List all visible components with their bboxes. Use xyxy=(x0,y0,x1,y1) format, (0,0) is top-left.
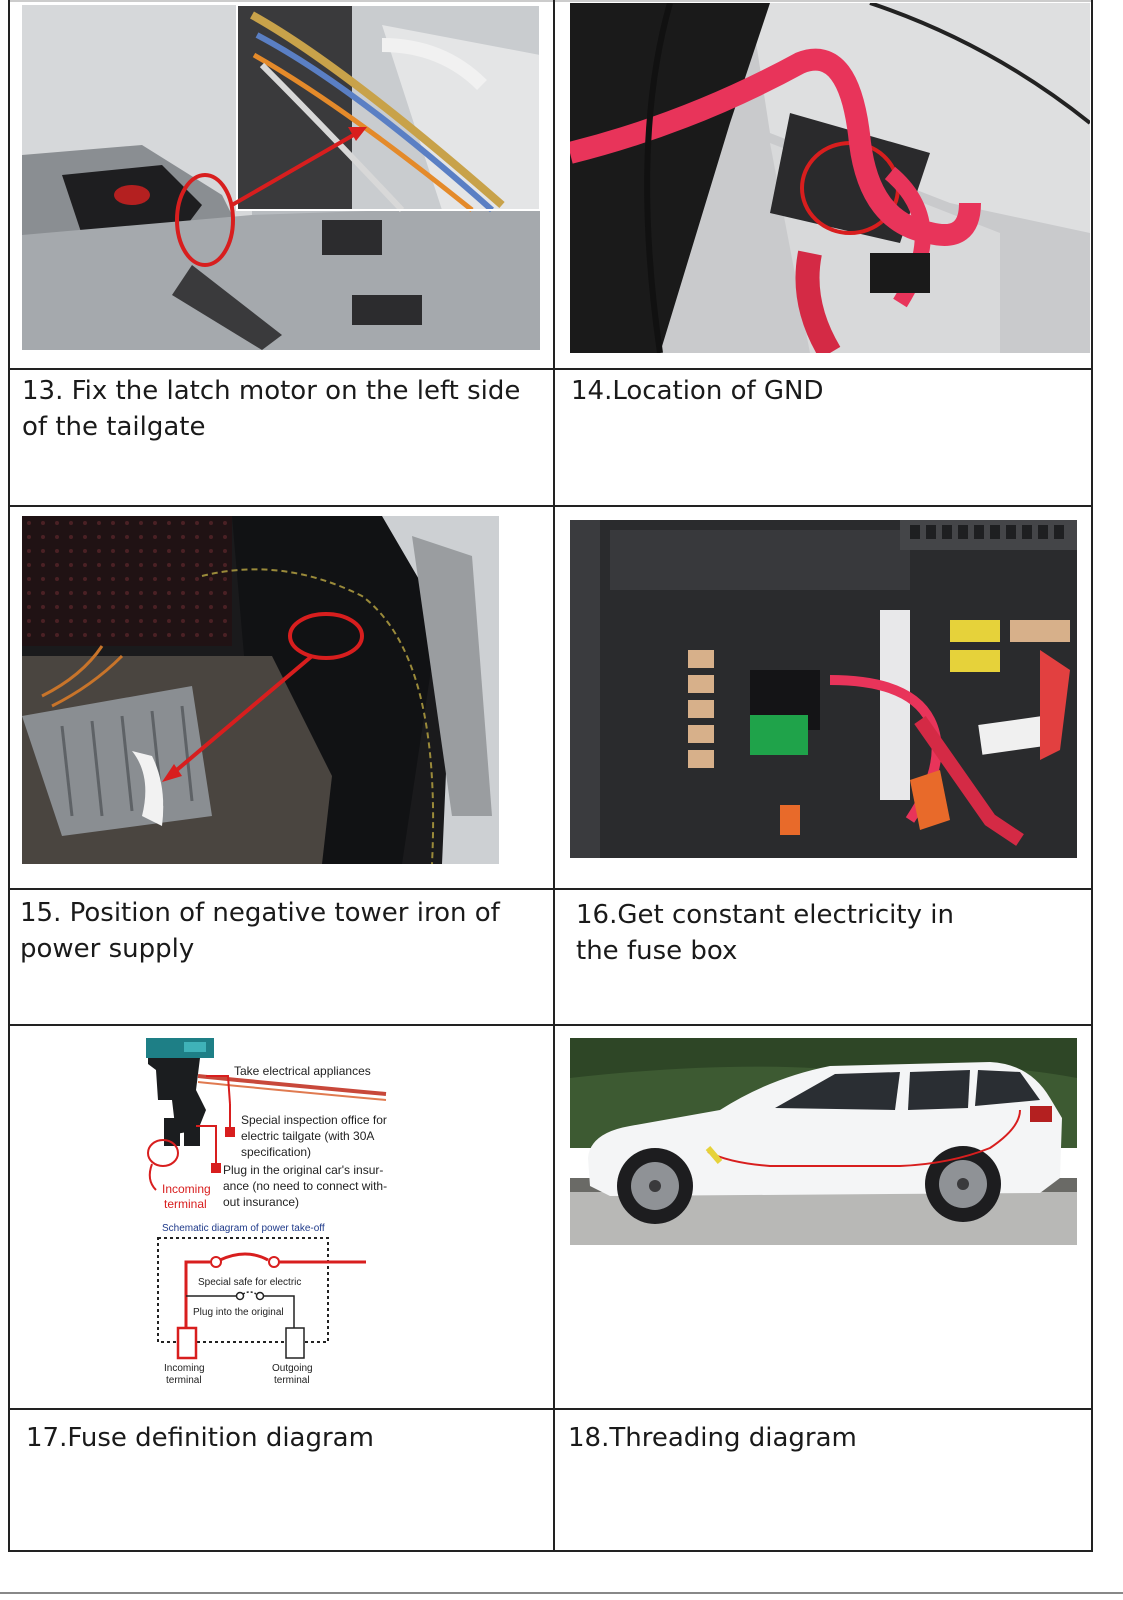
schematic-special: Special safe for electric xyxy=(198,1277,301,1288)
grid-line-right xyxy=(1091,0,1093,1552)
photo-latch-motor xyxy=(22,5,540,350)
grid-line-row2 xyxy=(8,505,1093,507)
fuse-label-special-2: electric tailgate (with 30A xyxy=(241,1129,374,1143)
fuse-label-incoming-2: terminal xyxy=(164,1197,207,1211)
red-circle-highlight-icon xyxy=(175,173,235,267)
schematic-outgoing-1: Outgoing xyxy=(272,1363,313,1374)
red-circle-highlight-icon xyxy=(288,612,364,660)
fuse-label-special-3: specification) xyxy=(241,1145,311,1159)
fuse-label-plug-1: Plug in the original car's insur- xyxy=(223,1163,383,1177)
grid-line-row1 xyxy=(8,368,1093,370)
fuse-label-appliances: Take electrical appliances xyxy=(234,1064,371,1078)
grid-line-left xyxy=(8,0,10,1552)
schematic-incoming-1: Incoming xyxy=(164,1363,205,1374)
grid-line-top xyxy=(8,0,1093,2)
red-arrow-icon xyxy=(162,764,182,782)
photo-negative-tower xyxy=(22,516,499,864)
fuse-label-incoming-1: Incoming xyxy=(162,1182,211,1196)
caption-15: 15. Position of negative tower iron of p… xyxy=(20,898,500,964)
caption-16: 16.Get constant electricity in the fuse … xyxy=(576,900,954,966)
photo-gnd-location xyxy=(570,3,1090,353)
fuse-definition-diagram: Take electrical appliances Special inspe… xyxy=(136,1030,416,1390)
caption-18: 18.Threading diagram xyxy=(568,1423,857,1453)
caption-13: 13. Fix the latch motor on the left side… xyxy=(22,376,521,442)
schematic-plug: Plug into the original xyxy=(193,1307,284,1318)
fuse-label-special-1: Special inspection office for xyxy=(241,1113,387,1127)
schematic-outgoing-2: terminal xyxy=(274,1375,310,1386)
grid-line-bottom xyxy=(8,1550,1093,1552)
threading-route-line xyxy=(707,1109,1021,1167)
caption-17: 17.Fuse definition diagram xyxy=(26,1423,374,1453)
fuse-label-plug-2: ance (no need to connect with- xyxy=(223,1179,387,1193)
schematic-incoming-2: terminal xyxy=(166,1375,202,1386)
photo-threading-car xyxy=(570,1038,1077,1245)
fuse-label-plug-3: out insurance) xyxy=(223,1195,299,1209)
grid-line-middle xyxy=(553,0,555,1552)
photo-fuse-box xyxy=(570,520,1077,858)
caption-14: 14.Location of GND xyxy=(571,376,824,406)
red-arrow-icon xyxy=(348,127,367,141)
grid-line-row5 xyxy=(8,1408,1093,1410)
grid-line-row4 xyxy=(8,1024,1093,1026)
grid-line-page-end xyxy=(0,1592,1123,1594)
grid-line-row3 xyxy=(8,888,1093,890)
schematic-title: Schematic diagram of power take-off xyxy=(162,1223,325,1234)
